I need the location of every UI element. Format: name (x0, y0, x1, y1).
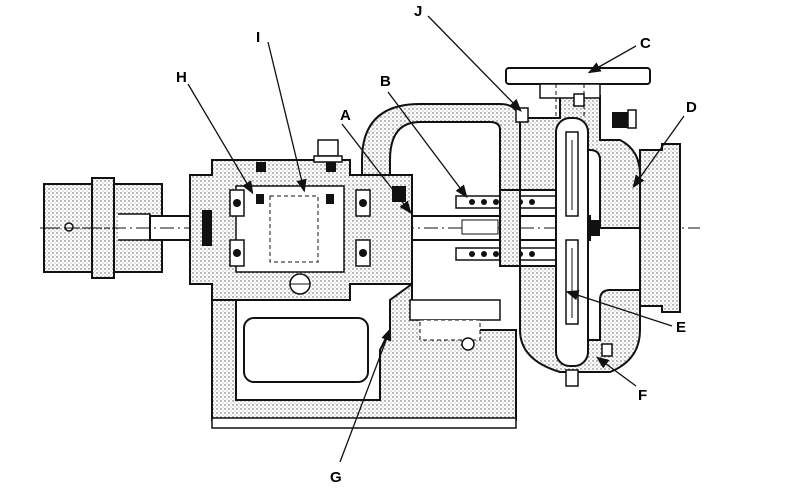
leader-lines (187, 15, 685, 463)
leader-c (587, 45, 637, 74)
impeller (555, 117, 600, 367)
label-g: G (330, 469, 342, 486)
discharge-flange (505, 67, 651, 118)
leader-a (341, 123, 412, 215)
leader-d (632, 115, 685, 189)
callout-labels: A B C D E F G H I J (176, 3, 697, 486)
label-j: J (414, 3, 422, 20)
leader-j (427, 15, 522, 112)
leader-h (187, 83, 254, 195)
label-f: F (638, 387, 647, 404)
label-d: D (686, 99, 697, 116)
bearing-left (229, 189, 245, 267)
label-i: I (256, 29, 260, 46)
bearing-housing (189, 139, 413, 301)
breather-cap (313, 139, 343, 163)
leader-g (339, 327, 392, 463)
label-c: C (640, 35, 651, 52)
suction-flange (612, 112, 681, 313)
label-a: A (340, 107, 351, 124)
leader-f (595, 356, 637, 387)
label-b: B (380, 73, 391, 90)
bearing-right (355, 189, 371, 267)
label-h: H (176, 69, 187, 86)
leader-b (387, 91, 468, 199)
label-e: E (676, 319, 686, 336)
drain-bracket (409, 299, 501, 351)
leader-e (565, 290, 673, 327)
casing-bolts (515, 93, 637, 387)
leader-i (267, 41, 307, 193)
